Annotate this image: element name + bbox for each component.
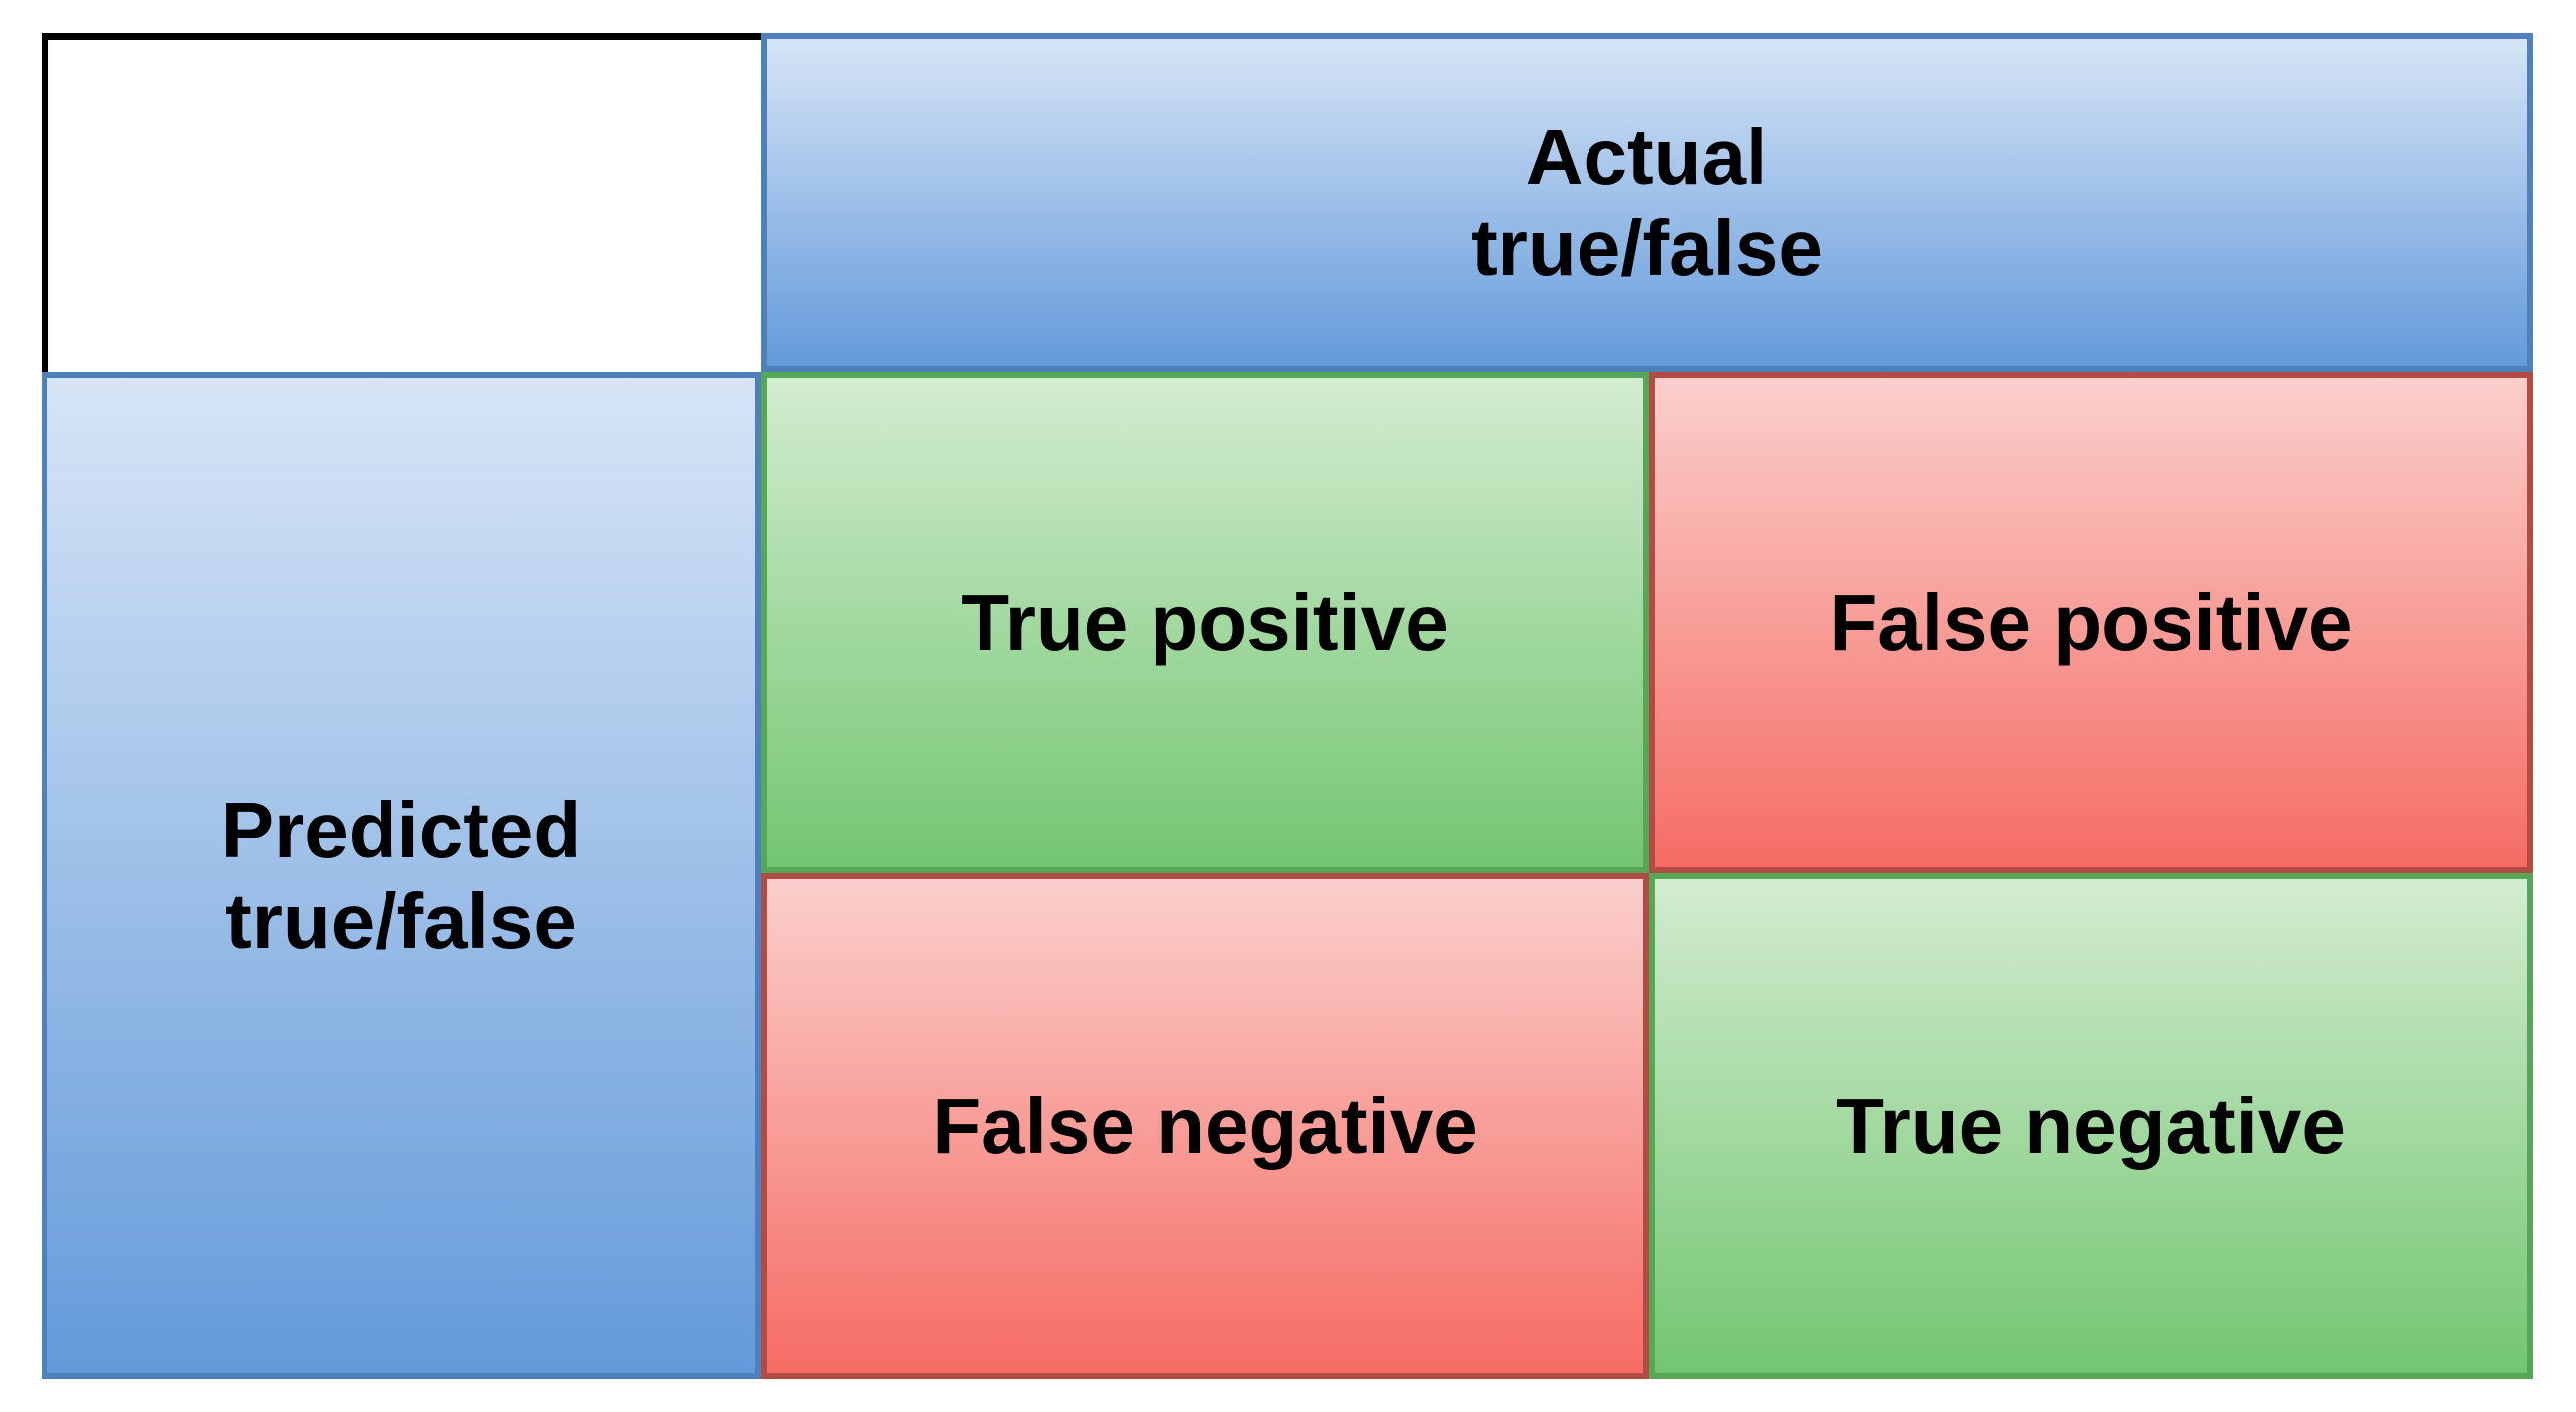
false-negative-label: False negative <box>932 1082 1478 1170</box>
true-positive-label: True positive <box>961 577 1449 666</box>
false-positive-cell: False positive <box>1649 372 2533 873</box>
actual-axis-header-cell: Actual true/false <box>761 33 2533 372</box>
predicted-axis-header-cell: Predicted true/false <box>42 372 761 1379</box>
confusion-matrix-table: Actual true/false Predicted true/false T… <box>42 33 2533 1379</box>
actual-header-line-2: true/false <box>1471 203 1823 292</box>
true-negative-label: True negative <box>1836 1082 2346 1170</box>
predicted-header-line-2: true/false <box>225 876 577 965</box>
predicted-header-line-1: Predicted <box>220 785 582 874</box>
true-positive-cell: True positive <box>761 372 1649 873</box>
false-positive-label: False positive <box>1829 577 2353 666</box>
true-negative-cell: True negative <box>1649 873 2533 1379</box>
false-negative-cell: False negative <box>761 873 1649 1379</box>
corner-cell <box>42 33 761 372</box>
actual-header-line-1: Actual <box>1525 112 1768 201</box>
